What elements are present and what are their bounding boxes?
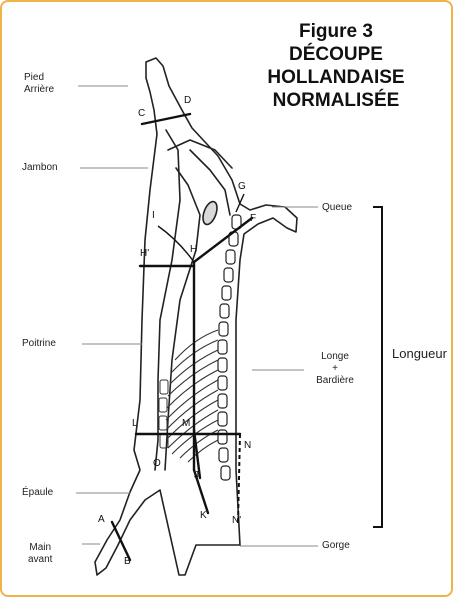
label-gorge: Gorge — [322, 540, 350, 552]
point-n: N — [244, 440, 251, 451]
point-n-prime: N' — [232, 515, 241, 526]
thin-cut-lines — [158, 194, 244, 522]
cut-line-cd — [142, 114, 190, 124]
point-h: H — [190, 244, 197, 255]
label-jambon: Jambon — [22, 162, 58, 174]
label-pied-arriere-line2: Arrière — [24, 84, 54, 96]
label-longe-line3: Bardière — [308, 375, 362, 387]
point-d: D — [184, 95, 191, 106]
label-longe-line1: Longe — [308, 351, 362, 363]
carcass-outline — [95, 58, 297, 575]
point-a: A — [98, 514, 105, 525]
point-o: O — [153, 458, 161, 469]
point-m: M — [182, 418, 190, 429]
label-longueur: Longueur — [392, 348, 447, 360]
point-i: I — [152, 210, 155, 221]
label-pied-arriere-line1: Pied — [24, 72, 54, 84]
point-f: F — [250, 213, 256, 224]
label-longe-bardiere: Longe + Bardière — [308, 351, 362, 387]
kidney-shape — [200, 200, 219, 227]
point-c: C — [138, 108, 145, 119]
longueur-bracket — [373, 207, 382, 527]
point-j: J — [194, 470, 199, 481]
spine — [218, 215, 241, 480]
cut-lines — [112, 114, 252, 560]
label-poitrine: Poitrine — [22, 338, 56, 350]
label-main-avant-line2: avant — [28, 554, 52, 566]
cut-line-ab — [112, 522, 130, 560]
point-l: L — [132, 418, 138, 429]
point-k: K — [200, 510, 207, 521]
label-main-avant-line1: Main — [28, 542, 52, 554]
point-b: B — [124, 556, 131, 567]
label-epaule: Épaule — [22, 487, 53, 499]
label-queue: Queue — [322, 202, 352, 214]
label-main-avant: Main avant — [28, 542, 52, 566]
point-h-prime: H' — [140, 248, 149, 259]
point-g: G — [238, 181, 246, 192]
label-longe-line2: + — [308, 363, 362, 375]
label-pied-arriere: Pied Arrière — [24, 72, 54, 96]
